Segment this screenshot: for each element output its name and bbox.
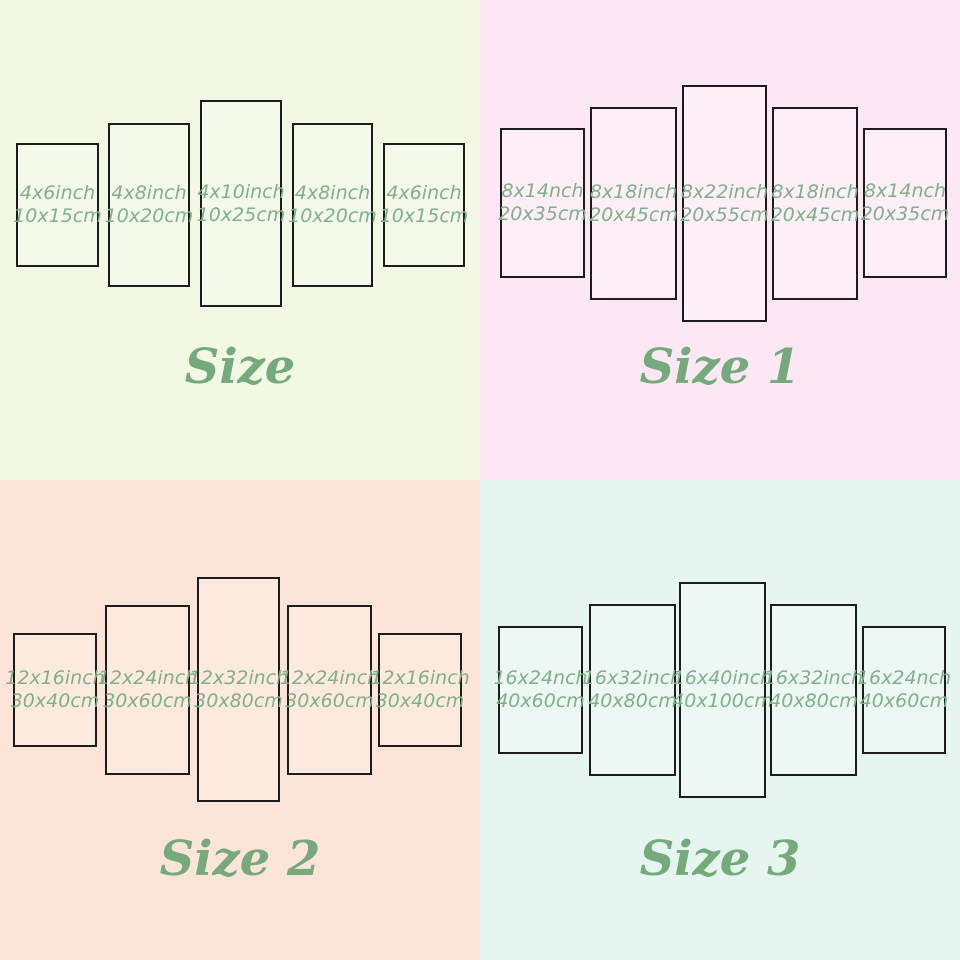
size-title: Size [184,339,296,395]
size-3-title: Size 3 [639,831,801,887]
size-2-title: Size 2 [159,831,321,887]
size-1-title: Size 1 [639,339,801,395]
